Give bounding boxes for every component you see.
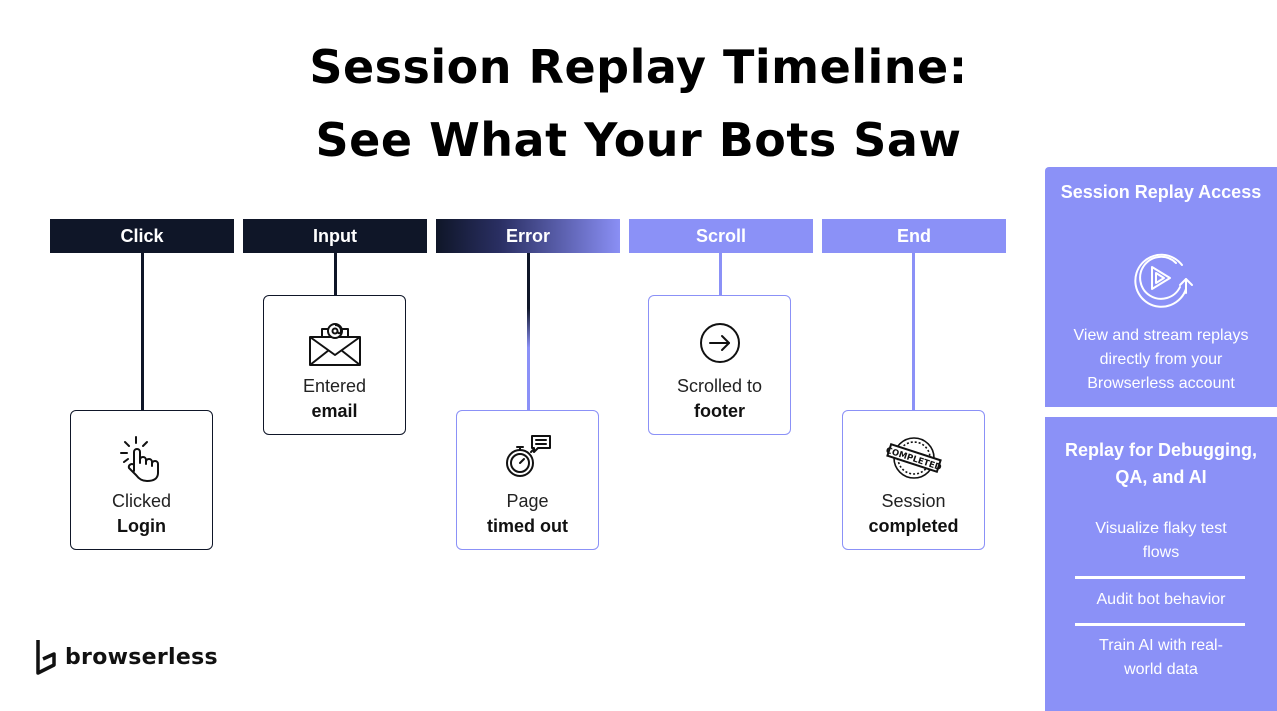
session-replay-access-title: Session Replay Access [1060,182,1262,202]
event-card-end-line1: Session [881,491,946,511]
event-card-scroll-line2: footer [694,401,745,421]
session-replay-access-panel: Session Replay Access View and stream re… [1045,167,1277,407]
connector-line-click [141,253,144,411]
timeline-header-end: End [822,219,1006,253]
envelope-icon [264,318,405,368]
event-card-input-line1: Entered [302,376,367,396]
event-card-input-line2: email [311,401,358,421]
event-card-scroll-line1: Scrolled to [676,376,763,396]
panel-divider-1 [1075,576,1245,579]
event-card-click-line2: Login [117,516,166,536]
connector-line-error [527,253,530,411]
browserless-logo-icon [36,640,56,675]
panel-divider-2 [1075,623,1245,626]
replay-uses-title: Replay for Debugging, QA, and AI [1064,440,1257,487]
replay-use-item-3: Train AI with real-world data [1099,637,1223,678]
timeline-header-error: Error [436,219,620,253]
event-card-click-line1: Clicked [111,491,172,511]
event-card-error: Page timed out [456,410,599,550]
connector-line-end [912,253,915,411]
event-card-error-line2: timed out [487,516,568,536]
event-card-scroll: Scrolled to footer [648,295,791,435]
connector-line-input [334,253,337,296]
replay-use-item-2: Audit bot behavior [1096,591,1226,608]
replay-uses-panel: Replay for Debugging, QA, and AI Visuali… [1045,417,1277,711]
event-card-click: Clicked Login [70,410,213,550]
browserless-logo: browserless [35,638,218,676]
event-card-error-line1: Page [506,491,549,511]
timeline-header-input: Input [243,219,427,253]
page-title-line-2: See What Your Bots Saw [315,113,962,167]
event-card-input: Entered email [263,295,406,435]
event-card-end-line2: completed [868,516,959,536]
tap-hand-icon [71,433,212,483]
event-card-end: COMPLETED Session completed [842,410,985,550]
timeline-header-scroll: Scroll [629,219,813,253]
replay-icon [1045,249,1277,309]
arrow-circle-icon [649,318,790,368]
stopwatch-icon [457,433,598,483]
page-title-line-1: Session Replay Timeline: [309,40,968,94]
logo-text: browserless [65,644,218,670]
timeline-header-click: Click [50,219,234,253]
replay-use-item-1: Visualize flaky test flows [1095,520,1227,561]
connector-line-scroll [719,253,722,296]
completed-stamp-icon: COMPLETED [843,433,984,483]
session-replay-access-text: View and stream replays directly from yo… [1073,327,1249,392]
